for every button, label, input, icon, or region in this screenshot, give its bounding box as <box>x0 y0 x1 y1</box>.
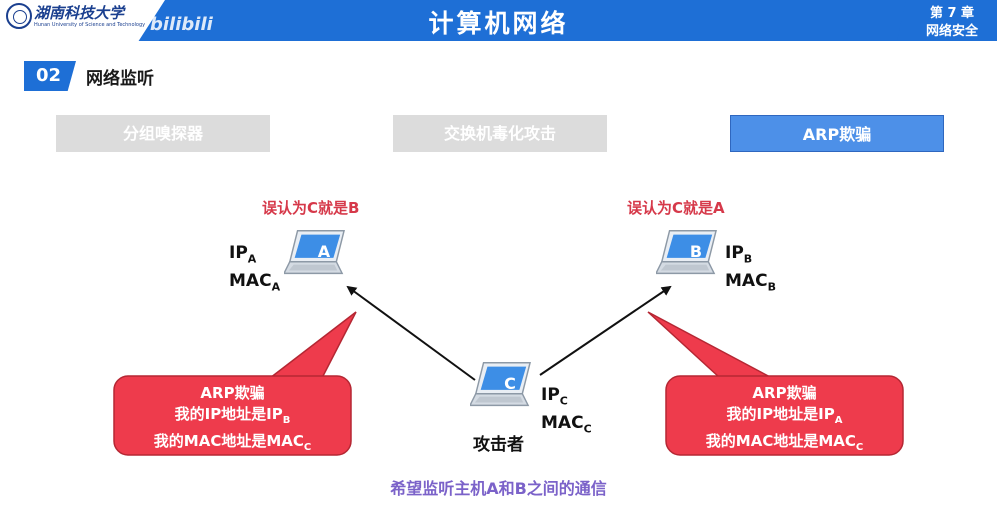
host-b-belief: 误认为C就是A <box>627 199 725 217</box>
tab-arp-spoofing[interactable]: ARP欺骗 <box>730 115 944 152</box>
left-spoof-bubble <box>113 311 357 456</box>
host-b-ip-sub: B <box>743 252 753 266</box>
tab-packet-sniffer[interactable]: 分组嗅探器 <box>56 115 270 152</box>
chapter-badge: 第 7 章 网络安全 <box>907 0 997 41</box>
laptop-icon: A <box>284 229 345 275</box>
host-c-addresses: IPC MACC <box>541 384 592 441</box>
host-c-mac-sub: C <box>583 422 592 436</box>
attacker-label: 攻击者 <box>473 435 524 455</box>
host-a-mac-sub: A <box>271 280 281 294</box>
left-bubble-line1: 我的IP地址是IP <box>174 405 283 423</box>
right-bubble-line1: 我的IP地址是IP <box>726 405 835 423</box>
chapter-number: 第 7 章 <box>929 6 975 21</box>
host-b-ip: IP <box>725 243 744 263</box>
host-a-addresses: IPA MACA <box>229 242 280 299</box>
chapter-topic: 网络安全 <box>925 24 978 39</box>
host-b-addresses: IPB MACB <box>725 242 776 299</box>
host-a-ip-sub: A <box>247 252 257 266</box>
right-bubble-title: ARP欺骗 <box>752 384 817 402</box>
tab-switch-poisoning[interactable]: 交换机毒化攻击 <box>393 115 607 152</box>
right-bubble-line2: 我的MAC地址是MAC <box>705 432 856 450</box>
host-a-ip: IP <box>229 243 248 263</box>
section-title: 网络监听 <box>86 69 154 89</box>
watermark-text: 湖科大教书匠 <box>10 28 113 47</box>
laptop-a-letter: A <box>318 242 331 261</box>
left-bubble-line2-sub: C <box>303 442 312 453</box>
left-bubble-title: ARP欺骗 <box>200 384 265 402</box>
laptop-b-letter: B <box>690 242 702 261</box>
section-number: 02 <box>24 61 76 91</box>
right-spoof-bubble <box>647 311 904 456</box>
right-bubble-line1-sub: A <box>834 415 843 426</box>
arrow-to-b <box>539 285 672 376</box>
host-c-mac: MAC <box>541 413 584 434</box>
bilibili-watermark: bilibili <box>150 14 213 35</box>
host-c-ip: IP <box>541 385 560 405</box>
left-bubble-line2: 我的MAC地址是MAC <box>153 432 304 450</box>
slide-caption: 希望监听主机A和B之间的通信 <box>390 479 607 498</box>
chapter-badge-bg <box>897 0 997 41</box>
host-a-mac: MAC <box>229 271 272 292</box>
laptop-icon: C <box>470 361 531 407</box>
arrow-to-a <box>346 285 476 381</box>
host-b-mac: MAC <box>725 271 768 292</box>
left-bubble-line1-sub: B <box>282 415 291 426</box>
left-bubble-text: ARP欺骗 我的IP地址是IPB 我的MAC地址是MACC <box>114 383 351 458</box>
university-subtitle: Hunan University of Science and Technolo… <box>34 22 146 28</box>
host-b-mac-sub: B <box>767 280 776 294</box>
top-banner: 湖南科技大学 Hunan University of Science and T… <box>0 0 997 47</box>
university-name: 湖南科技大学 <box>34 4 125 22</box>
right-bubble-text: ARP欺骗 我的IP地址是IPA 我的MAC地址是MACC <box>666 383 903 458</box>
host-a-belief: 误认为C就是B <box>262 199 360 217</box>
course-title: 计算机网络 <box>428 9 569 38</box>
university-logo: 湖南科技大学 Hunan University of Science and T… <box>0 0 165 41</box>
host-c-ip-sub: C <box>559 394 568 408</box>
university-seal-icon <box>6 3 32 29</box>
laptop-icon: B <box>656 229 717 275</box>
right-bubble-line2-sub: C <box>855 442 864 453</box>
laptop-c-letter: C <box>504 374 516 393</box>
